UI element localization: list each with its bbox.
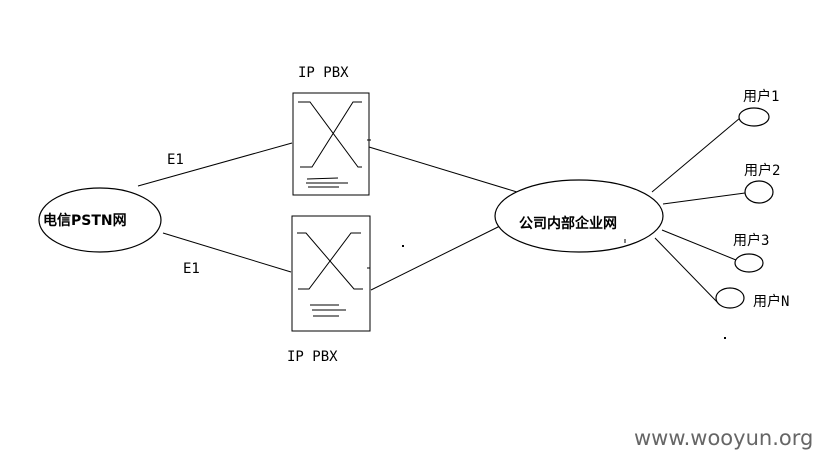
e1-link-top — [137, 142, 293, 187]
pbx-bottom-to-enterprise — [370, 225, 501, 291]
pbx-top-to-enterprise — [368, 146, 518, 193]
enterprise-network-node — [494, 179, 664, 253]
pbx-bottom-label: IP PBX — [287, 349, 338, 365]
pbx-top — [292, 92, 371, 196]
e1-label-top: E1 — [167, 152, 184, 168]
user2-label: 用户2 — [744, 162, 780, 179]
user2-node — [744, 180, 774, 204]
userN-label: 用户N — [753, 293, 789, 310]
user3-node — [734, 253, 764, 273]
pstn-label: 电信PSTN网 — [43, 212, 127, 229]
userN-node — [715, 287, 745, 309]
stray-marks — [402, 245, 726, 339]
pbx-top-label: IP PBX — [298, 65, 349, 81]
e1-link-bottom — [162, 232, 292, 273]
enterprise-network-label: 公司内部企业网 — [519, 215, 617, 232]
user1-node — [738, 107, 770, 127]
enterprise-to-userN — [654, 237, 721, 306]
enterprise-to-user1 — [651, 117, 741, 193]
enterprise-to-user3 — [661, 229, 737, 261]
watermark: www.wooyun.org — [634, 426, 813, 450]
user3-label: 用户3 — [733, 232, 769, 249]
e1-label-bottom: E1 — [183, 261, 200, 277]
enterprise-to-user2 — [662, 192, 746, 205]
user1-label: 用户1 — [743, 88, 779, 105]
pbx-bottom — [291, 215, 371, 332]
pstn-node — [38, 187, 162, 253]
